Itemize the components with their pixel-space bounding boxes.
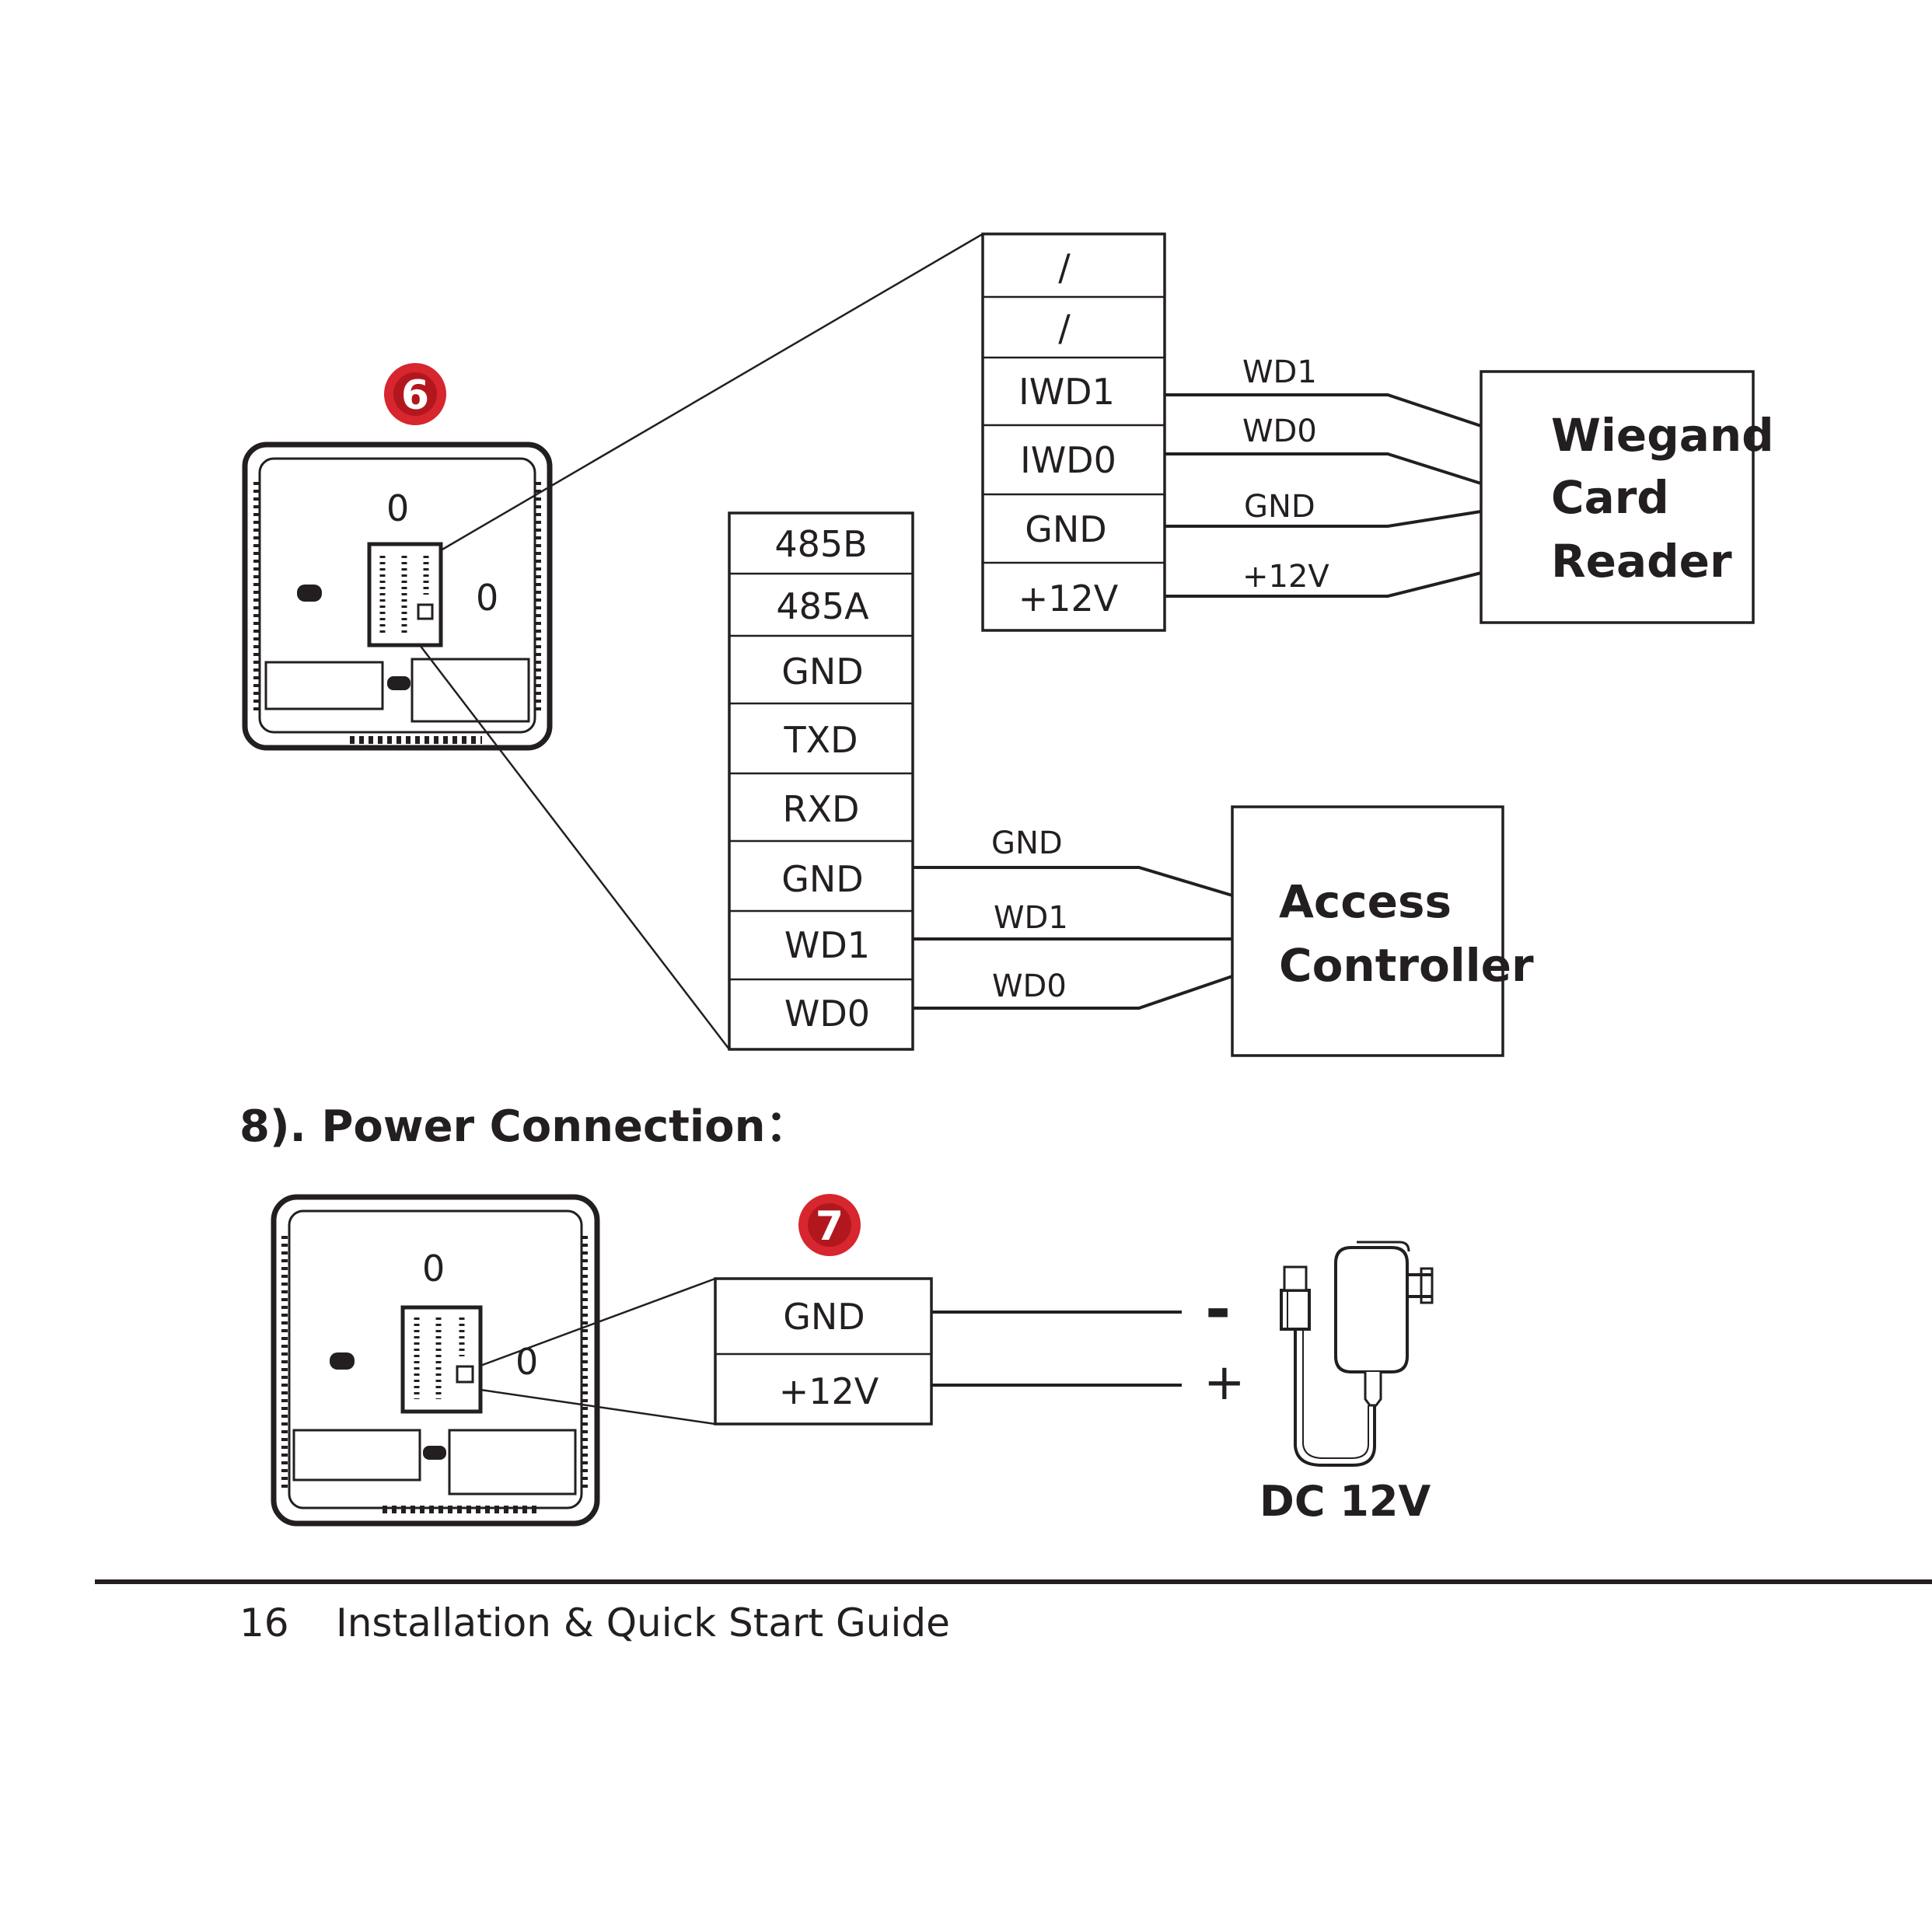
svg-text:Wiegand: Wiegand [1551, 409, 1774, 462]
terminal-pin-iwd0: IWD0 [1020, 439, 1116, 481]
adapter-label: DC 12V [1259, 1477, 1431, 1526]
wire-label-wd1: WD1 [1242, 354, 1317, 390]
callout-badge-7: 7 [798, 1194, 861, 1256]
device-back-panel-top: 0 0 [242, 441, 553, 751]
terminal-pin-gnd: GND [1025, 508, 1106, 550]
page-number: 16 [239, 1600, 289, 1646]
section-heading: 8). Power Connection： [239, 1101, 809, 1152]
device-back-panel-bottom: 0 0 [271, 1194, 600, 1527]
svg-text:Controller: Controller [1279, 939, 1534, 992]
svg-text:Card: Card [1551, 471, 1669, 524]
svg-text:7: 7 [816, 1203, 844, 1250]
wiegand-terminal-block: / / IWD1 IWD0 GND +12V [981, 232, 1166, 632]
wire-label-gnd: GND [1244, 489, 1315, 525]
terminal-pin-gnd: GND [783, 1296, 865, 1338]
terminal-pin-485a: 485A [776, 585, 869, 627]
svg-text:6: 6 [401, 372, 429, 419]
callout-badge-6: 6 [384, 363, 446, 425]
wire-label-gnd: GND [991, 825, 1063, 861]
wire-label-wd0: WD0 [1242, 414, 1317, 449]
wire-label-wd0: WD0 [992, 968, 1067, 1004]
wiegand-wires: WD1 WD0 GND +12V [1165, 354, 1482, 598]
terminal-pin-gnd-1: GND [781, 651, 863, 693]
svg-text:Reader: Reader [1551, 535, 1732, 588]
wire-label-12v: +12V [1242, 559, 1329, 595]
access-controller: Access Controller [1231, 805, 1534, 1057]
polarity-minus: - [1205, 1273, 1231, 1345]
main-terminal-block: 485B 485A GND TXD RXD GND WD1 WD0 [728, 511, 914, 1051]
terminal-pin-iwd1: IWD1 [1018, 371, 1115, 413]
terminal-pin-12v: +12V [1018, 578, 1119, 619]
power-terminal-block: GND +12V [714, 1277, 933, 1426]
terminal-pin-wd0: WD0 [784, 993, 870, 1035]
terminal-pin-2: / [1058, 307, 1071, 349]
svg-text:Access: Access [1279, 875, 1452, 928]
terminal-pin-485b: 485B [774, 523, 867, 565]
terminal-pin-rxd: RXD [783, 788, 860, 830]
footer-title: Installation & Quick Start Guide [336, 1600, 950, 1646]
terminal-pin-gnd-2: GND [781, 858, 863, 900]
device-marking-right: 0 [476, 577, 498, 619]
terminal-pin-wd1: WD1 [784, 924, 870, 966]
power-adapter-icon [1280, 1241, 1434, 1467]
terminal-pin-txd: TXD [783, 719, 858, 761]
device-marking-right: 0 [515, 1341, 538, 1383]
wire-label-wd1: WD1 [994, 900, 1068, 936]
terminal-pin-1: / [1058, 246, 1071, 288]
device-marking-top: 0 [422, 1248, 445, 1290]
terminal-pin-12v: +12V [779, 1370, 879, 1412]
wiegand-card-reader: Wiegand Card Reader [1480, 370, 1774, 624]
polarity-plus: + [1204, 1354, 1245, 1412]
access-wires: GND WD1 WD0 [913, 825, 1233, 1010]
device-marking-top: 0 [386, 487, 409, 529]
